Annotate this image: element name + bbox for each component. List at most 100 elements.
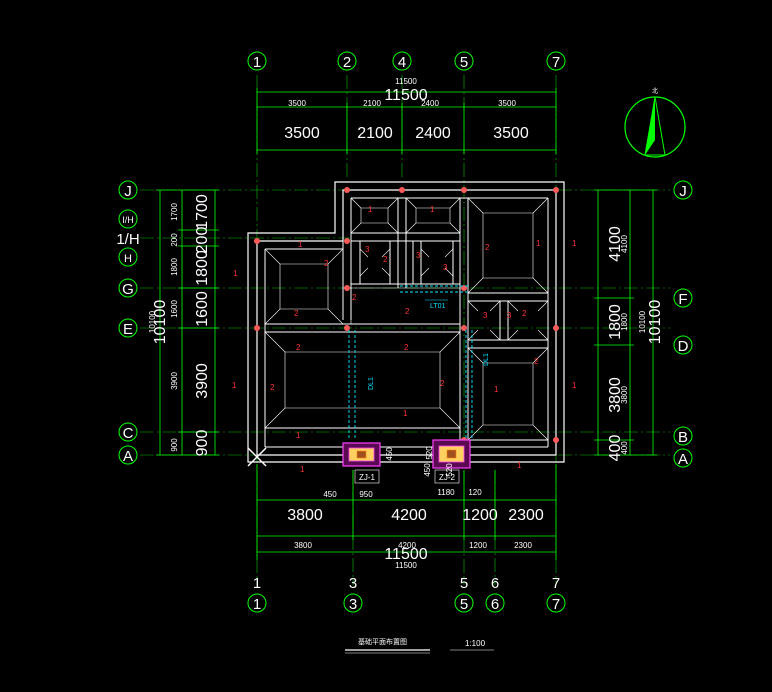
- svg-text:A: A: [123, 448, 133, 465]
- svg-text:3: 3: [443, 263, 448, 272]
- svg-text:2: 2: [534, 357, 539, 366]
- svg-text:1: 1: [298, 240, 303, 249]
- svg-text:2: 2: [440, 379, 445, 388]
- axis-bubble-top-1: 1: [247, 51, 267, 71]
- dim-top-small-2: 2100: [363, 99, 381, 108]
- dim-left-small-1: 1700: [170, 203, 179, 221]
- dim-top-big-2: 2100: [357, 125, 393, 142]
- svg-text:5: 5: [460, 596, 468, 613]
- svg-text:450: 450: [423, 463, 432, 477]
- axis-bubble-top-5: 5: [454, 51, 474, 71]
- dim-bottom-small-3: 1200: [469, 541, 487, 550]
- dim-right-big-1: 4100: [607, 226, 624, 262]
- svg-text:1: 1: [253, 575, 261, 592]
- dim-bottom-big-1: 3800: [287, 507, 323, 524]
- dim-bottom-small-4: 2300: [514, 541, 532, 550]
- svg-text:1: 1: [572, 381, 577, 390]
- svg-text:5: 5: [460, 54, 468, 71]
- svg-text:520: 520: [445, 463, 454, 477]
- dim-left-total: 10100: [152, 300, 169, 345]
- dim-right-small-1: 4100: [620, 235, 629, 253]
- svg-text:C: C: [123, 425, 134, 442]
- dim-top-total-small: 11500: [395, 77, 417, 86]
- svg-text:1: 1: [494, 385, 499, 394]
- svg-text:2: 2: [522, 309, 527, 318]
- beam-label-dl1-b: DL1: [483, 353, 490, 366]
- svg-text:3: 3: [349, 575, 357, 592]
- axis-bubble-top-4: 4: [392, 51, 412, 71]
- svg-text:1: 1: [253, 596, 261, 613]
- svg-text:1: 1: [536, 239, 541, 248]
- drawing-scale: 1:100: [465, 639, 486, 648]
- dim-left-big-3: 1800: [194, 250, 211, 286]
- axis-bubble-top-7: 7: [546, 51, 566, 71]
- dim-top-big-4: 3500: [493, 125, 529, 142]
- svg-text:2: 2: [343, 54, 351, 71]
- svg-text:H: H: [124, 253, 132, 265]
- dim-bottom-total: 11500: [384, 546, 427, 563]
- dim-top-big-1: 3500: [284, 125, 320, 142]
- svg-text:7: 7: [552, 54, 560, 71]
- svg-text:2: 2: [294, 309, 299, 318]
- dim-left-big-2: 200: [194, 227, 211, 254]
- isolated-footings: ZJ-1 450 ZJ-2 520 450 520: [342, 439, 471, 484]
- axis-bubble-right-D: D: [673, 335, 693, 355]
- svg-text:D: D: [678, 338, 689, 355]
- svg-text:2: 2: [383, 255, 388, 264]
- dim-left-big-1: 1700: [194, 194, 211, 230]
- footing-zj-1: ZJ-1 450: [342, 442, 394, 484]
- dim-right-total: 10100: [647, 300, 664, 345]
- axis-bubble-bottom-1: 1 1: [247, 575, 267, 613]
- svg-text:2: 2: [485, 243, 490, 252]
- dim-top-total: 11500: [384, 87, 427, 104]
- svg-text:J: J: [679, 183, 687, 200]
- axis-bubble-right-A: A: [673, 448, 693, 468]
- svg-text:450: 450: [385, 447, 394, 461]
- svg-text:3: 3: [507, 311, 512, 320]
- dim-bottom-big-4: 2300: [508, 507, 544, 524]
- right-dimensions: 4100 1800 3800 400 4100 1800 3800 400 10…: [594, 189, 664, 462]
- svg-text:520: 520: [425, 446, 434, 460]
- svg-text:J: J: [124, 183, 132, 200]
- dim-bottom-big-2: 4200: [391, 507, 427, 524]
- beam-tags: 1 1 2 2 2 1 2 1 1 1 3 2 3 3 2 2 2 2 1 2 …: [232, 205, 577, 474]
- left-dimensions: 10100 10100 1700 200 1800 1600 3900 900 …: [148, 189, 219, 456]
- axis-bubble-left-G: G: [118, 278, 138, 298]
- axis-bubble-right-J: J: [673, 180, 693, 200]
- dim-top-big-3: 2400: [415, 125, 451, 142]
- bottom-axis-bubbles: 1 1 3 3 5 5 6 6 7 7: [247, 575, 566, 613]
- dim-top-small-4: 3500: [498, 99, 516, 108]
- axis-bubble-bottom-6: 6 6: [485, 575, 505, 613]
- dim-right-small-2: 1800: [620, 313, 629, 331]
- svg-text:5: 5: [460, 575, 468, 592]
- footing-label-zj-2: ZJ-2: [439, 473, 456, 482]
- north-label: 北: [652, 87, 658, 95]
- svg-text:6: 6: [491, 575, 499, 592]
- axis-bubble-right-F: F: [673, 288, 693, 308]
- top-dimensions: 11500 11500 3500 2100 2400 3500 3500 210…: [256, 77, 557, 154]
- dim-bottom-local-2: 950: [359, 490, 373, 499]
- svg-text:I/H: I/H: [122, 215, 134, 225]
- dim-bottom-small-1: 3800: [294, 541, 312, 550]
- dim-right-big-4: 400: [607, 435, 624, 462]
- dim-top-small-1: 3500: [288, 99, 306, 108]
- dim-right-big-2: 1800: [607, 304, 624, 340]
- svg-text:B: B: [678, 429, 688, 446]
- svg-text:1: 1: [368, 205, 373, 214]
- axis-bubble-left-H: H: [118, 247, 138, 267]
- dim-left-small-2: 200: [170, 233, 179, 247]
- dim-right-total-small: 10100: [638, 310, 647, 333]
- svg-text:A: A: [678, 451, 688, 468]
- dim-left-small-6: 900: [170, 438, 179, 452]
- dim-bottom-local-3: 1180: [437, 488, 455, 497]
- dim-bottom-total-small: 11500: [395, 561, 417, 570]
- axis-bubble-left-A: A: [118, 445, 138, 465]
- svg-text:2: 2: [404, 343, 409, 352]
- axis-bubble-bottom-5: 5 5: [454, 575, 474, 613]
- svg-text:6: 6: [491, 596, 499, 613]
- dim-bottom-local-4: 120: [468, 488, 482, 497]
- drawing-title: 基础平面布置图: [358, 637, 407, 646]
- beam-label-dl1-a: DL1: [368, 377, 375, 390]
- axis-bubble-right-B: B: [673, 426, 693, 446]
- svg-text:1: 1: [517, 461, 522, 470]
